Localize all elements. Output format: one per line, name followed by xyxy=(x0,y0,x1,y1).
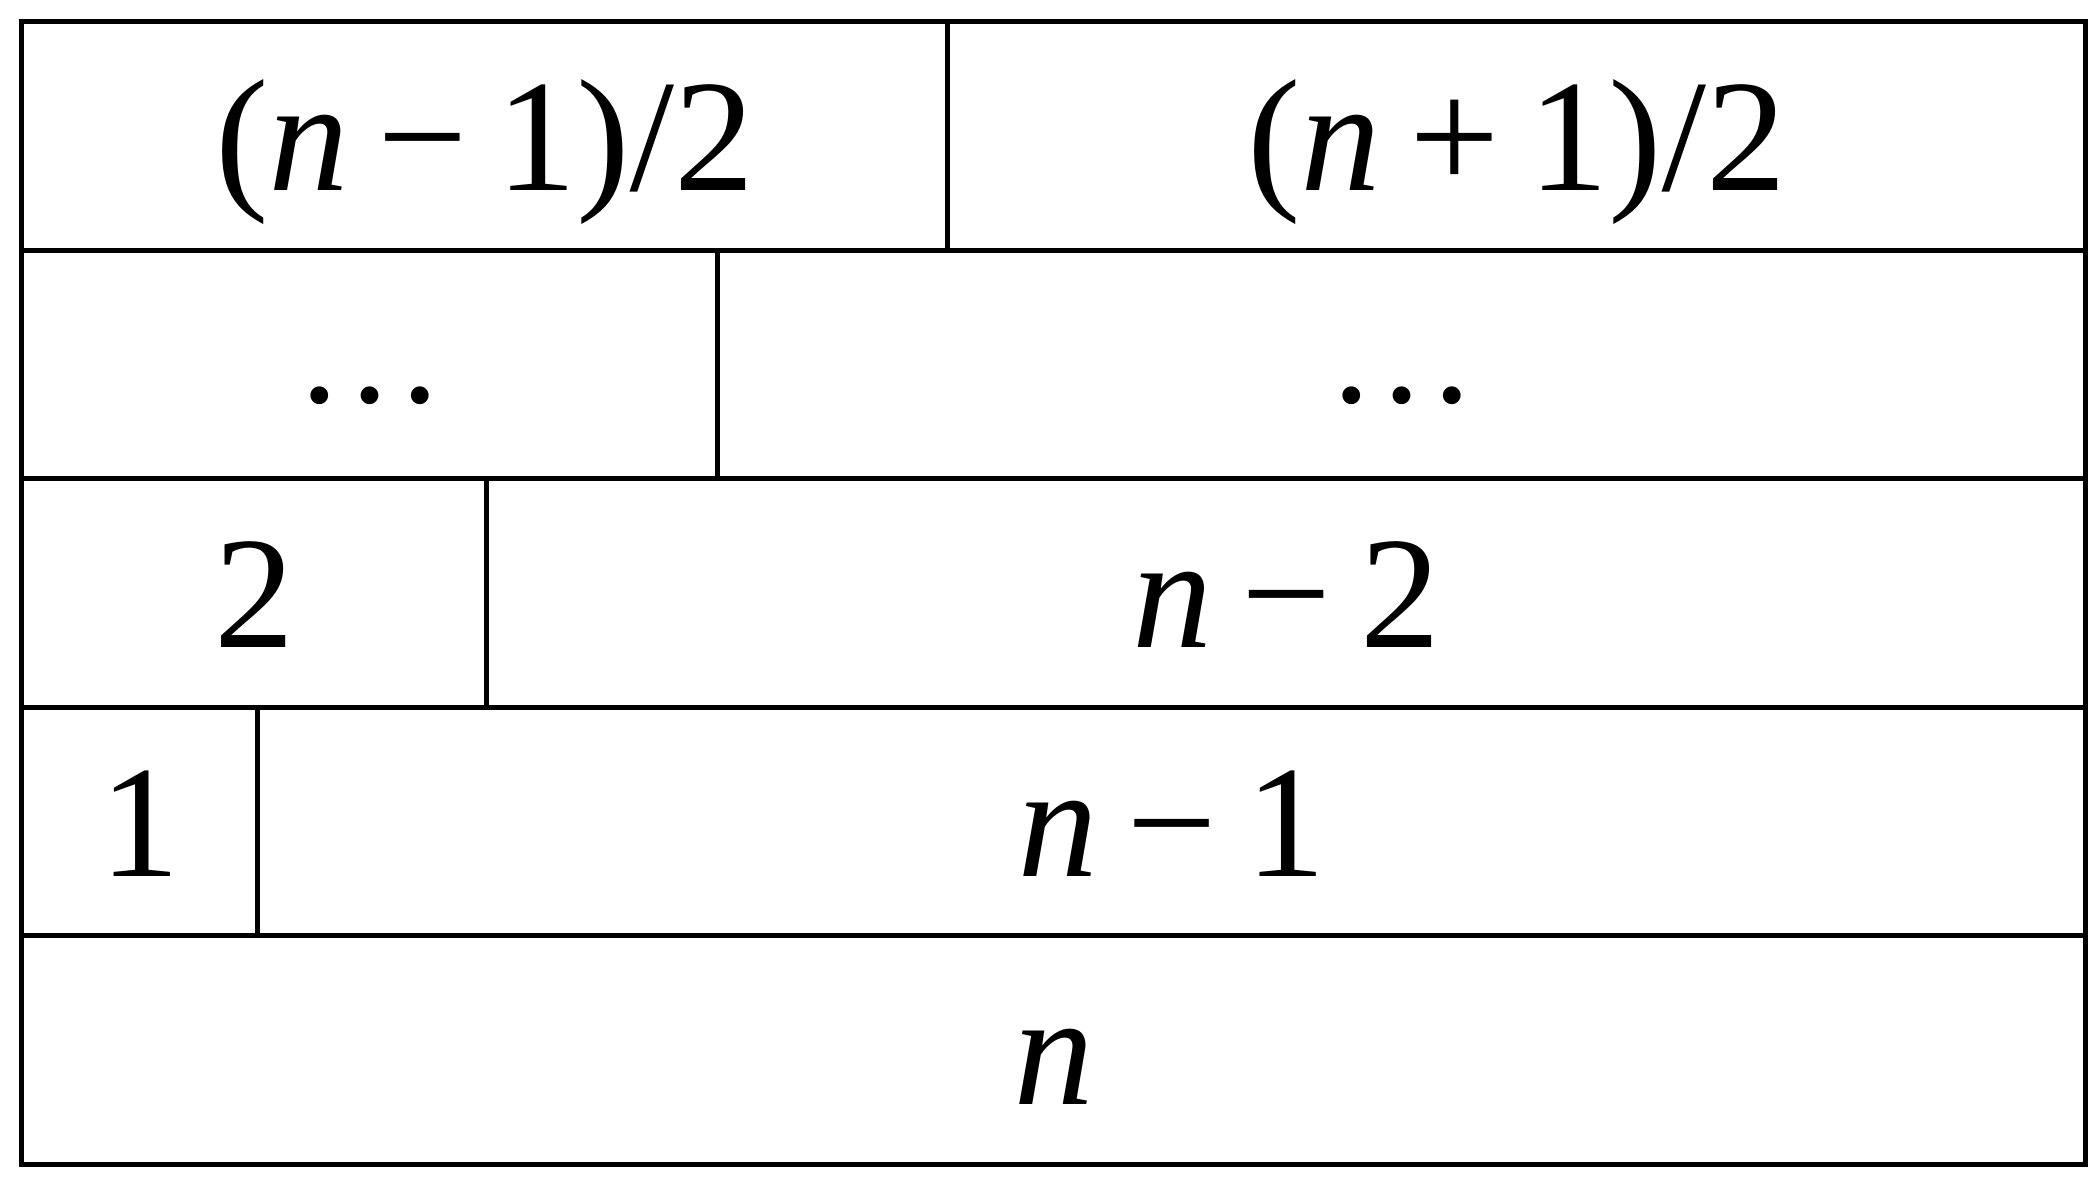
partition-diagram: (n−1)/2 (n+1)/2 … … 2 n−2 1 n−1 n xyxy=(19,19,2088,1167)
row-1-right-part: (n+1)/2 xyxy=(950,24,2083,248)
row-4-left-part: 1 xyxy=(24,709,260,934)
row-5-label: n xyxy=(1013,961,1094,1140)
row-1-left-part: (n−1)/2 xyxy=(24,24,950,248)
partition-row-4: 1 n−1 xyxy=(24,709,2083,939)
partition-row-5: n xyxy=(24,938,2083,1162)
row-3-right-part: n−2 xyxy=(489,481,2083,705)
row-3-left-part: 2 xyxy=(24,481,489,705)
row-2-left-part: … xyxy=(24,252,720,477)
row-2-right-ellipsis: … xyxy=(1326,269,1514,436)
row-1-left-label: (n−1)/2 xyxy=(215,46,754,225)
row-3-right-label: n−2 xyxy=(1132,503,1440,682)
row-3-left-label: 2 xyxy=(214,503,294,682)
row-4-right-label: n−1 xyxy=(1017,732,1326,911)
row-4-right-part: n−1 xyxy=(260,710,2083,934)
partition-row-2: … … xyxy=(24,252,2083,482)
row-4-left-label: 1 xyxy=(99,732,180,911)
row-2-left-ellipsis: … xyxy=(294,269,482,436)
partition-row-1: (n−1)/2 (n+1)/2 xyxy=(24,24,2083,253)
partition-row-3: 2 n−2 xyxy=(24,481,2083,710)
row-2-right-part: … xyxy=(720,253,2083,477)
row-5-whole-part: n xyxy=(24,938,2083,1162)
row-1-right-label: (n+1)/2 xyxy=(1247,46,1786,225)
